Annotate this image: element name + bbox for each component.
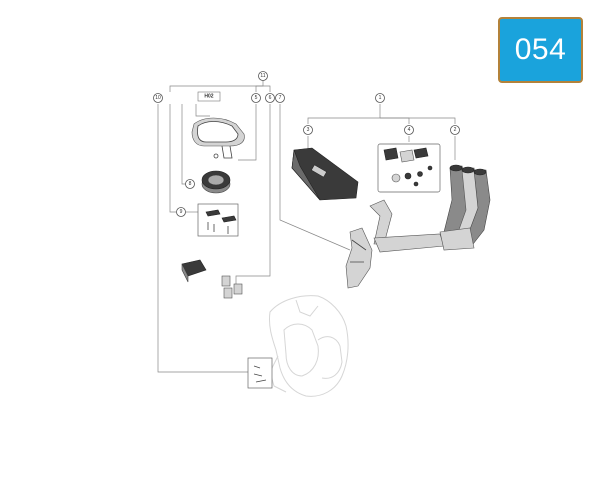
exhaust-header (439, 164, 491, 251)
link-pipe (369, 199, 445, 253)
callout-10-label: 10 (155, 95, 161, 101)
callout-9: 9 (176, 207, 186, 217)
tail-cover-code-tag: H02 (197, 91, 221, 102)
callout-2: 2 (450, 125, 460, 135)
clip-pieces (221, 275, 243, 299)
callout-1-label: 1 (379, 95, 382, 101)
tail-cover-code: H02 (204, 94, 213, 100)
callout-10: 10 (153, 93, 163, 103)
hardware-kit-box (377, 143, 441, 193)
callout-8: 8 (185, 179, 195, 189)
callout-2-label: 2 (454, 127, 457, 133)
callout-11-label: 11 (260, 73, 265, 79)
callout-6-label: 6 (269, 95, 272, 101)
page-number-badge: 054 (498, 17, 583, 83)
tail-cover (191, 117, 245, 159)
bolt-kit-box (247, 357, 273, 389)
callout-4-label: 4 (408, 127, 411, 133)
callout-9-label: 9 (180, 209, 183, 215)
callout-3-label: 3 (307, 127, 310, 133)
callout-11: 11 (258, 71, 268, 81)
callout-1: 1 (375, 93, 385, 103)
callout-6: 6 (265, 93, 275, 103)
callout-7-label: 7 (279, 95, 282, 101)
callout-7: 7 (275, 93, 285, 103)
silencer (291, 147, 359, 201)
fairing-outline (269, 295, 349, 397)
leader-lines (157, 80, 456, 373)
bracket-kit-box (197, 203, 239, 237)
rubber-block (181, 259, 207, 283)
round-mount (201, 170, 231, 194)
heat-shield (345, 227, 373, 289)
callout-8-label: 8 (189, 181, 192, 187)
callout-5: 5 (251, 93, 261, 103)
callout-5-label: 5 (255, 95, 258, 101)
callout-4: 4 (404, 125, 414, 135)
callout-3: 3 (303, 125, 313, 135)
